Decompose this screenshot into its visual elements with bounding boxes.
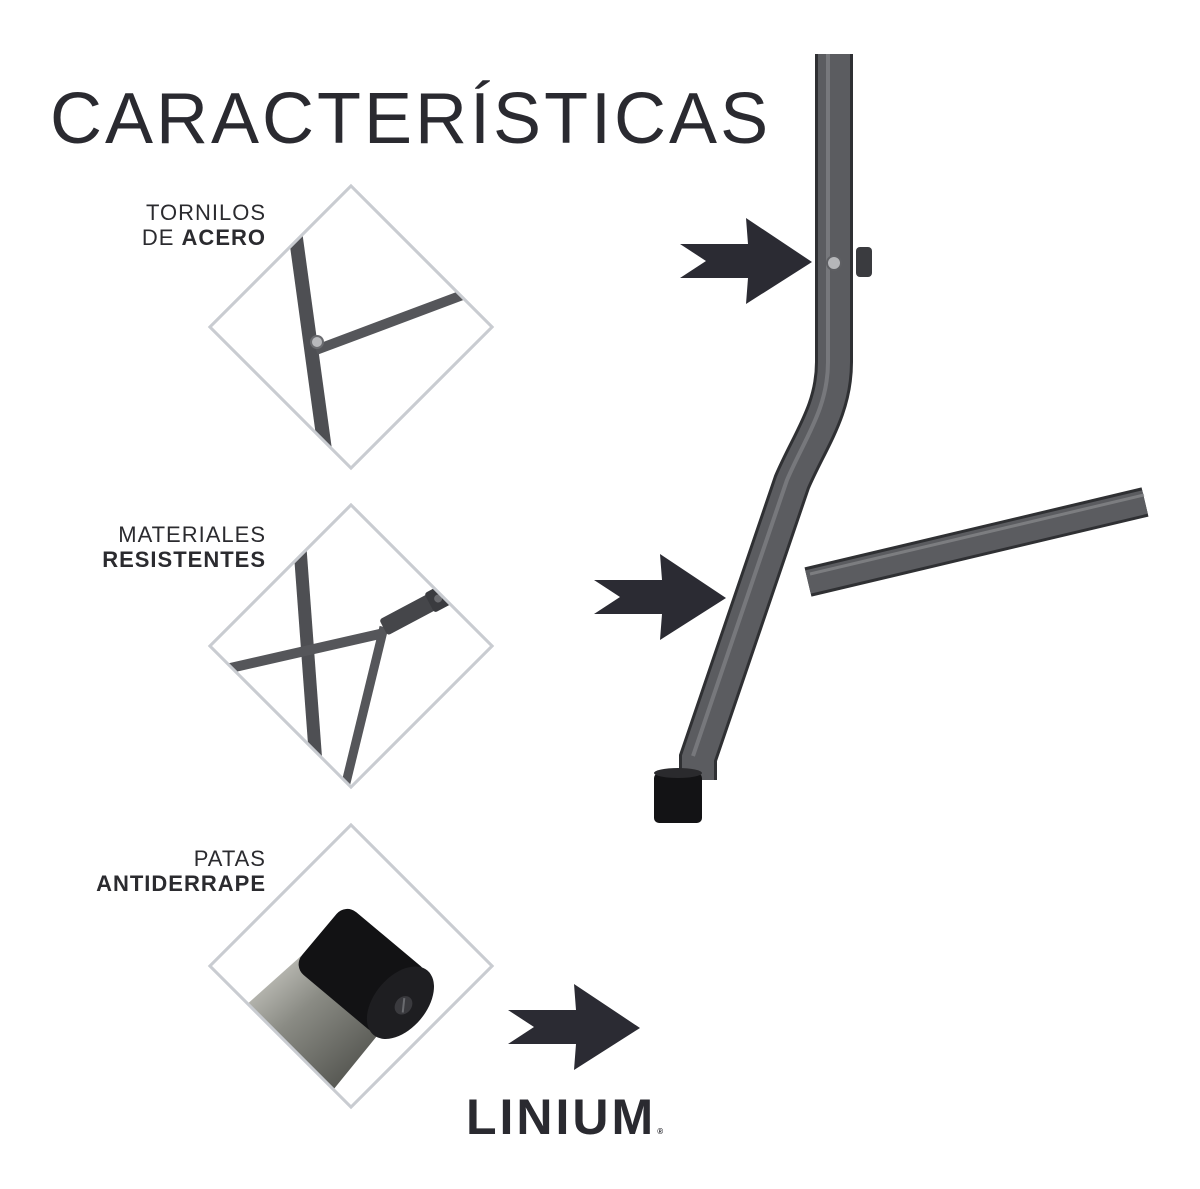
brand-logo: LINIUM®: [466, 1088, 663, 1146]
page-title: CARACTERÍSTICAS: [50, 79, 772, 159]
feature-label-line1: MATERIALES: [118, 522, 266, 547]
rubber-foot-closeup-image: [207, 822, 495, 1110]
leg-tube: [284, 201, 335, 468]
arrow-right-icon: [594, 554, 726, 640]
leg-tube: [682, 54, 850, 780]
feature-label-line2-bold: RESISTENTES: [102, 547, 266, 572]
arrow-right-icon: [508, 984, 640, 1070]
arrow-right-icon: [680, 218, 812, 304]
rubber-foot-icon: [298, 908, 434, 1039]
feature-label-resistant-materials: MATERIALES RESISTENTES: [102, 522, 266, 572]
folding-brace-tube: [339, 625, 389, 787]
rubber-foot-icon: [654, 768, 702, 823]
bolt-nut-icon: [856, 247, 872, 277]
feature-label-line2-bold: ANTIDERRAPE: [96, 871, 266, 896]
bolt-icon: [310, 335, 324, 349]
feature-label-line1: PATAS: [193, 846, 266, 871]
bolt-closeup-image: [207, 183, 495, 471]
leg-tube: [291, 520, 325, 787]
registered-mark: ®: [657, 1127, 664, 1136]
feature-label-nonslip-feet: PATAS ANTIDERRAPE: [96, 846, 266, 896]
feature-label-line1: TORNILOS: [145, 200, 266, 225]
bolt-icon: [826, 255, 842, 271]
feature-label-line2-bold: ACERO: [181, 225, 266, 250]
brace-tube: [314, 285, 478, 355]
brace-tube: [805, 490, 1148, 594]
hinge-closeup-image: [207, 502, 495, 790]
table-leg-image: [679, 54, 1149, 780]
brace-tube: [224, 628, 386, 674]
feature-label-line2-light: DE: [141, 225, 182, 250]
feature-label-steel-screws: TORNILOS DE ACERO: [142, 200, 266, 250]
brand-name: LINIUM: [466, 1089, 657, 1145]
